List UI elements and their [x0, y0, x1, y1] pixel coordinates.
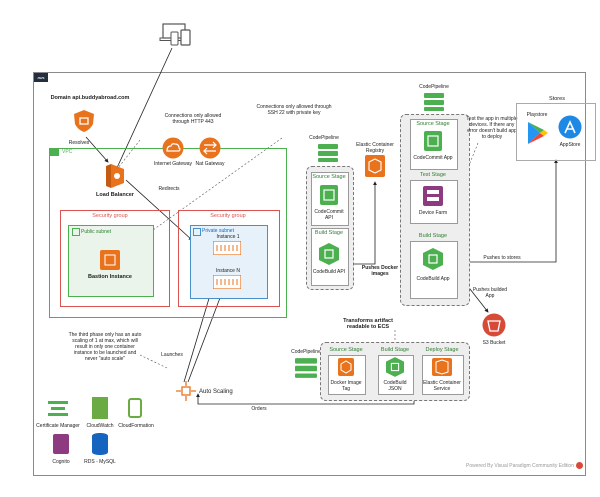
aws-badge: aws: [34, 73, 48, 82]
security-group-left: [60, 210, 170, 307]
codepipeline-ecs-icon: [295, 358, 317, 378]
cloudformation-icon: [128, 398, 142, 418]
p2-codecommit-label: CodeCommit App: [413, 155, 453, 161]
private-lock-icon: [193, 228, 201, 236]
https-note: Connections only allowed through HTTP 44…: [164, 113, 222, 125]
p1-source-stage-label: Source Stage: [312, 174, 346, 180]
codebuild-app-icon: [423, 248, 443, 270]
cognito-label: Cognito: [52, 459, 70, 465]
cloudformation-label: CloudFormation: [118, 423, 154, 429]
cognito-icon: [53, 434, 69, 454]
instance-n-label: Instance N: [216, 268, 240, 274]
rds-label: RDS - MySQL: [84, 459, 116, 465]
powered-by-label: Powered By Visual Paradigm Community Edi…: [465, 463, 574, 469]
instance-1-icon: [213, 241, 241, 255]
playstore-label: Playstore: [526, 112, 548, 118]
internet-gateway-label: Internet Gateway: [153, 161, 193, 167]
aws-cloud-frame: [33, 72, 586, 476]
s3-bucket-icon: [482, 313, 506, 337]
security-group-left-label: Security group: [92, 213, 128, 219]
instance-n-icon: [213, 275, 241, 289]
p3-source-stage-label: Source Stage: [329, 347, 363, 353]
pipeline2-title: CodePipeline: [419, 84, 449, 90]
certificate-manager-icon: [48, 399, 68, 419]
ec2-instance-icon: [100, 250, 120, 270]
vpc-label: VPC: [62, 149, 73, 155]
p2-test-stage-label: Test Stage: [420, 172, 446, 178]
p2-source-stage-label: Source Stage: [416, 121, 450, 127]
ecr-label: Elastic Container Registry: [356, 142, 394, 154]
ecs-icon: [432, 358, 452, 376]
codebuild-icon: [319, 243, 339, 265]
route53-shield-icon: [74, 110, 94, 132]
codepipeline-app-icon: [424, 93, 444, 111]
play-store-icon: [528, 122, 548, 144]
p2-device-farm-label: Device Farm: [418, 210, 448, 216]
pushes-build-label: Pushes builded App: [472, 287, 508, 299]
p3-codebuild-label: CodeBuild JSON: [383, 380, 407, 392]
p1-codecommit-label: CodeCommit API: [314, 209, 344, 221]
ssh-note: Connections only allowed through SSH 22 …: [256, 104, 332, 116]
lock-icon: [72, 228, 80, 236]
resolves-label: Resolves: [68, 140, 90, 146]
pushes-stores-label: Pushes to stores: [483, 255, 521, 261]
devices-icon: [159, 23, 191, 46]
p1-build-stage-label: Build Stage: [314, 230, 344, 236]
p2-source-stage: [410, 119, 458, 170]
pipeline1-title: CodePipeline: [309, 135, 339, 141]
docker-tag-icon: [338, 358, 354, 376]
codebuild-json-icon: [386, 357, 404, 377]
codecommit-icon: [320, 185, 338, 205]
p2-build-stage-label: Build Stage: [418, 233, 448, 239]
bastion-label: Bastion Instance: [87, 274, 132, 280]
public-subnet-label: Public subnet: [81, 229, 112, 235]
p1-codebuild-label: CodeBuild API: [312, 269, 346, 275]
auto-scaling-label: Auto Scaling: [199, 389, 233, 395]
device-farm-icon: [423, 186, 443, 206]
domain-label: Domain api.buddyabroad.com: [50, 95, 130, 101]
p2-codebuild-label: CodeBuild App: [416, 276, 450, 282]
pushes-docker-label: Pushes Docker images: [361, 265, 399, 277]
transforms-label: Transforms artifact readable to ECS: [343, 318, 393, 330]
auto-scaling-icon: [176, 381, 196, 401]
stores-frame: [516, 103, 596, 161]
internet-gateway-icon: [162, 137, 184, 159]
cloudwatch-label: CloudWatch: [86, 423, 114, 429]
codepipeline-icon: [318, 144, 338, 162]
vpc-badge: [49, 148, 59, 156]
private-subnet-label: Private subnet: [202, 228, 234, 234]
redirects-label: Redirects: [158, 186, 180, 192]
p3-build-stage-label: Build Stage: [380, 347, 410, 353]
third-phase-note: The third phase only has an auto scaling…: [68, 332, 142, 362]
load-balancer-icon: [106, 164, 124, 188]
nat-gateway-icon: [199, 137, 221, 159]
p3-deploy-stage-label: Deploy Stage: [425, 347, 459, 353]
ecr-icon: [365, 155, 385, 177]
test-note: Test the app in multiple devices. If the…: [466, 116, 518, 140]
instance-1-label: Instance 1: [216, 234, 240, 240]
security-group-right-label: Security group: [210, 213, 246, 219]
app-store-icon: [558, 115, 582, 139]
orders-label: Orders: [251, 406, 267, 412]
certificate-manager-label: Certificate Manager: [36, 423, 80, 429]
stores-title: Stores: [549, 96, 565, 102]
s3-label: S3 Bucket: [482, 340, 506, 346]
rds-icon: [92, 433, 108, 455]
pipeline3-title: CodePipeline: [291, 349, 321, 355]
nat-gateway-label: Nat Gateway: [195, 161, 225, 167]
p3-docker-tag-label: Docker Image Tag: [330, 380, 362, 392]
load-balancer-label: Load Balancer: [96, 192, 134, 198]
launches-label: Launches: [161, 352, 183, 358]
codecommit-app-icon: [424, 131, 442, 151]
cloudwatch-icon: [92, 397, 108, 419]
security-group-right: [178, 210, 280, 307]
appstore-label: AppStore: [559, 142, 581, 148]
p3-ecs-label: Elastic Container Service: [423, 380, 461, 392]
visual-paradigm-logo-icon: [576, 462, 583, 469]
